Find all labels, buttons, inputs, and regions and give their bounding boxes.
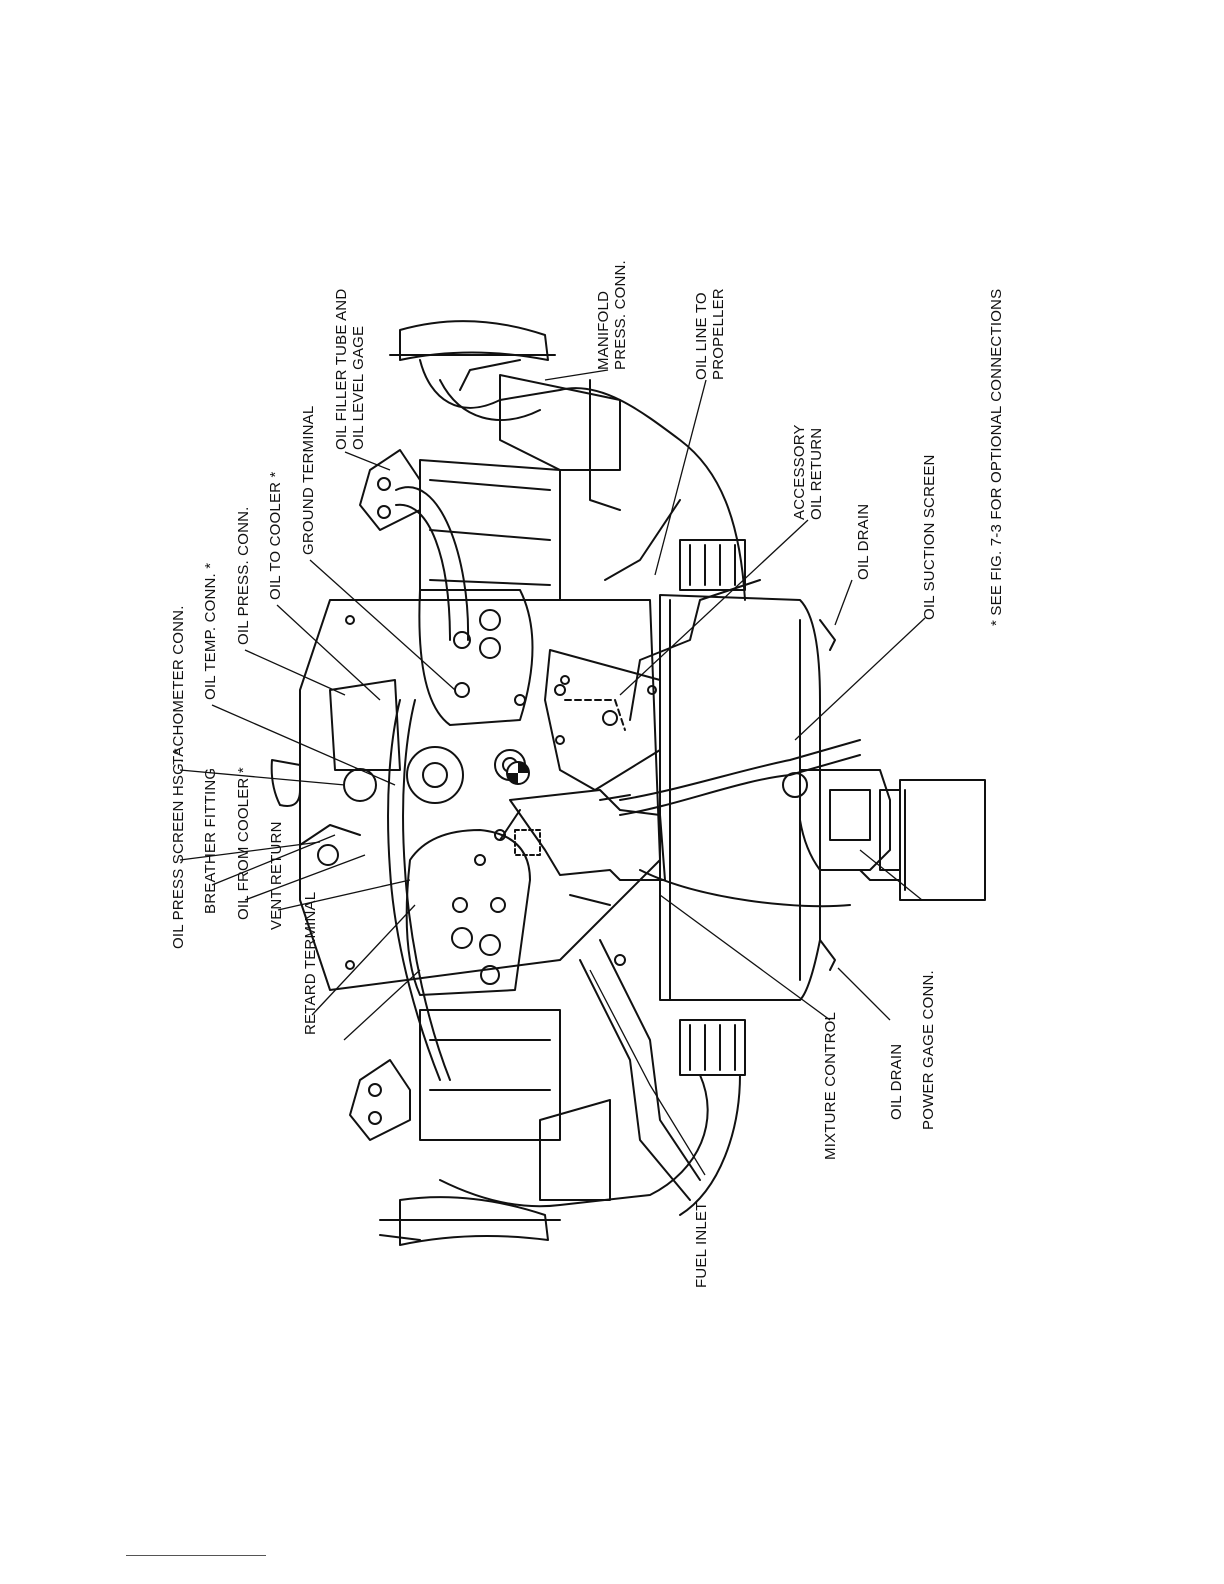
leader-accessory-oil-return [619, 519, 809, 696]
label-oil-press-screen-hsg: OIL PRESS SCREEN HSG. * [170, 748, 187, 949]
label-oil-drain-bottom: OIL DRAIN [888, 1043, 905, 1120]
label-breather-fitting: BREATHER FITTING [202, 767, 219, 914]
label-accessory-oil-return: ACCESSORY OIL RETURN [791, 424, 825, 520]
leader-manifold-press [544, 369, 609, 381]
leader-vent-return [277, 879, 411, 911]
leader-retard-terminal [311, 904, 416, 1016]
label-power-gage-conn: POWER GAGE CONN. [920, 970, 937, 1130]
footer-rule [126, 1555, 266, 1556]
leader-oil-drain-top [834, 579, 853, 626]
label-oil-from-cooler: OIL FROM COOLER * [235, 767, 252, 920]
label-manifold-press-line2: PRESS. CONN. [612, 260, 629, 370]
label-oil-to-cooler: OIL TO COOLER * [267, 471, 284, 600]
label-oil-filler-tube-line1: OIL FILLER TUBE AND [333, 288, 350, 450]
label-accessory-oil-line2: OIL RETURN [808, 427, 825, 520]
label-oil-filler-tube: OIL FILLER TUBE AND OIL LEVEL GAGE [333, 289, 367, 450]
leader-oil-line-propeller [654, 379, 707, 576]
leader-oil-filler [344, 451, 391, 471]
label-vent-return: VENT RETURN [268, 821, 285, 930]
label-oil-temp-conn: OIL TEMP. CONN. * [202, 562, 219, 700]
label-oil-line-line2: PROPELLER [710, 288, 727, 380]
label-fuel-inlet: FUEL INLET [693, 1201, 710, 1288]
label-mixture-control: MIXTURE CONTROL [822, 1011, 839, 1160]
label-oil-line-line1: OIL LINE TO [693, 292, 710, 380]
footnote: * SEE FIG. 7-3 FOR OPTIONAL CONNECTIONS [988, 288, 1005, 626]
leader-tachometer-conn [179, 769, 346, 786]
leader-oil-press-conn [244, 649, 346, 696]
label-oil-drain-top: OIL DRAIN [855, 503, 872, 580]
leader-mixture-control [659, 894, 831, 1021]
label-oil-line-to-propeller: OIL LINE TO PROPELLER [693, 288, 727, 380]
label-oil-filler-tube-line2: OIL LEVEL GAGE [350, 325, 367, 450]
label-manifold-press-conn: MANIFOLD PRESS. CONN. [595, 260, 629, 370]
leader-fuel-inlet [589, 969, 706, 1176]
leader-oil-temp-conn [211, 704, 396, 786]
label-accessory-oil-line1: ACCESSORY [791, 424, 808, 520]
label-oil-press-conn: OIL PRESS. CONN. [235, 506, 252, 645]
leader-oil-to-cooler [276, 604, 381, 701]
label-oil-suction-screen: OIL SUCTION SCREEN [921, 454, 938, 620]
leader-oil-suction-screen [794, 617, 926, 741]
leader-ground-terminal-right [309, 559, 456, 691]
label-retard-terminal: RETARD TERMINAL [302, 891, 319, 1035]
center-of-gravity-symbol [506, 761, 530, 785]
label-manifold-press-line1: MANIFOLD [595, 290, 612, 370]
leader-power-gage-conn [859, 849, 923, 901]
leader-breather-fitting [211, 834, 336, 886]
leader-oil-from-cooler [244, 854, 366, 901]
leader-oil-press-screen-hsg [179, 841, 321, 861]
label-tachometer-conn: TACHOMETER CONN. [170, 605, 187, 765]
label-ground-terminal-right: GROUND TERMINAL [300, 405, 317, 555]
leader-oil-drain-bottom [837, 967, 891, 1021]
leader-ground-terminal-left [343, 969, 421, 1041]
